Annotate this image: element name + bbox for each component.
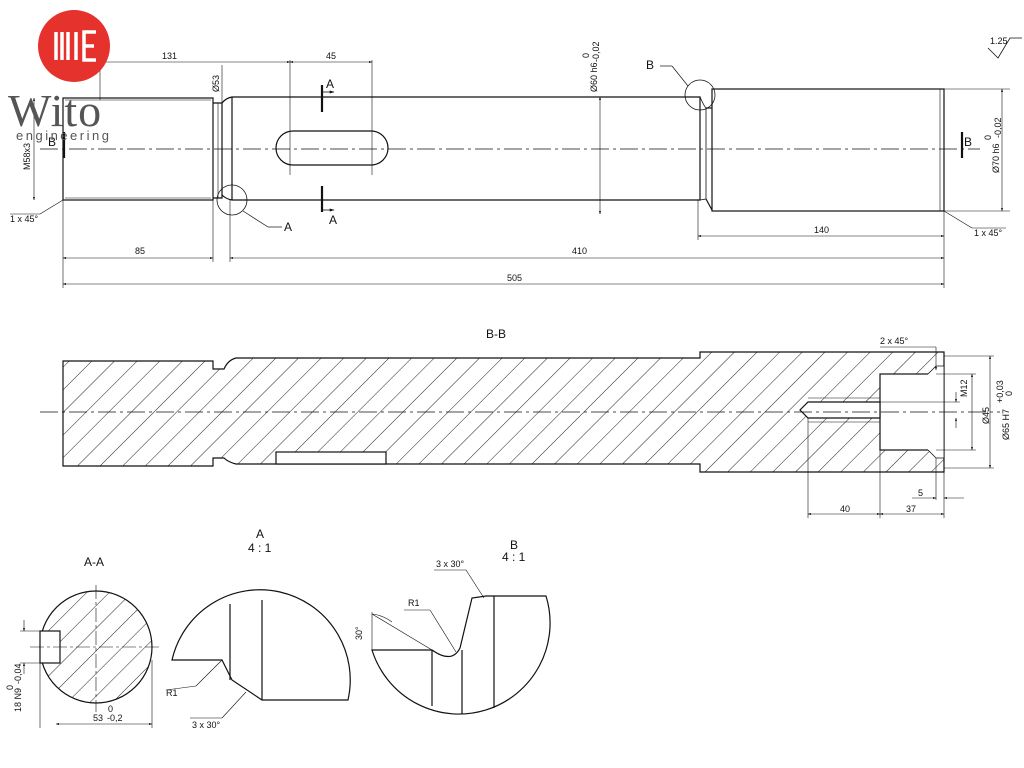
section-bb-chamfer: 2 x 45° [880, 336, 909, 346]
detail-b-callout: B [646, 58, 654, 72]
detail-a-scale: 4 : 1 [248, 541, 272, 555]
dim-d53: Ø53 [211, 75, 221, 92]
section-bb-labels: B-B 2 x 45° M12 Ø45 Ø65 H7 +0,03 0 5 40 … [486, 327, 1014, 514]
section-bb-d65-tol-lower: 0 [1004, 391, 1014, 396]
section-bb-d65-tol-upper: +0,03 [995, 380, 1005, 403]
logo-emblem-icon [38, 10, 110, 82]
detail-b-outline [371, 595, 551, 715]
main-view-labels: 131 45 85 410 505 140 1 x 45° 1 x 45° Ø5… [10, 36, 1008, 283]
detail-b-title: B [510, 538, 518, 552]
section-bb-dim-5: 5 [918, 488, 923, 498]
section-a-bottom-label: A [329, 213, 337, 227]
section-bb-dim-37: 37 [906, 504, 916, 514]
dim-d60: Ø60 h6 [589, 62, 599, 92]
roughness-symbol [987, 37, 1022, 59]
section-bb-dims [807, 346, 994, 518]
section-bb-keyway [275, 451, 387, 465]
section-aa [20, 585, 162, 728]
detail-a-callout: A [284, 220, 292, 234]
section-aa-width-tol-upper: 0 [5, 685, 15, 690]
main-view [10, 37, 1022, 288]
section-bb-d45: Ø45 [981, 407, 991, 424]
dim-d60-tol-upper: 0 [581, 53, 591, 58]
detail-b-chamfer: 3 x 30° [436, 559, 465, 569]
chamfer-right-label: 1 x 45° [974, 228, 1003, 238]
section-bb-dim-40: 40 [840, 504, 850, 514]
section-aa-dia: 53 [93, 713, 103, 723]
chamfer-left-label: 1 x 45° [10, 214, 39, 224]
section-bb-tapped-hole [799, 401, 881, 419]
dim-d70-tol-upper: 0 [983, 135, 993, 140]
section-aa-labels: A-A 18 N9 0 -0,04 53 0 -0,2 [5, 555, 123, 723]
dim-85: 85 [135, 246, 145, 256]
shaft-bearing-section [711, 88, 945, 212]
dim-505: 505 [507, 273, 522, 283]
dim-d70-tol-lower: -0,02 [993, 117, 1003, 138]
section-aa-width: 18 N9 [13, 688, 23, 712]
detail-b-circle [684, 79, 716, 111]
thread-label: M58x3 [22, 143, 32, 170]
section-aa-width-tol-lower: -0,04 [13, 663, 23, 684]
section-aa-dia-tol-upper: 0 [108, 704, 113, 714]
roughness-value: 1.25 [990, 36, 1008, 46]
section-bb-d65: Ø65 H7 [1001, 409, 1011, 440]
section-bb-title: B-B [486, 327, 506, 341]
dim-d60-tol-lower: -0,02 [591, 41, 601, 62]
keyway-slot [275, 130, 389, 166]
detail-a [165, 589, 351, 719]
detail-a-circle [216, 184, 248, 216]
logo-wordmark: Wito [8, 85, 103, 136]
section-bb [40, 351, 1000, 473]
detail-b [371, 569, 551, 715]
detail-a-labels: A 4 : 1 R1 3 x 30° [166, 527, 272, 730]
shaft-neck [213, 102, 223, 199]
section-b-left-label: B [48, 135, 56, 149]
detail-b-radius: R1 [408, 598, 420, 608]
section-aa-dia-tol-lower: -0,2 [107, 713, 123, 723]
logo-subtitle: engineering [16, 128, 112, 143]
section-bb-thread: M12 [959, 379, 969, 397]
detail-a-radius: R1 [166, 688, 178, 698]
detail-a-title: A [256, 527, 264, 541]
dim-45: 45 [326, 51, 336, 61]
detail-b-labels: B 4 : 1 3 x 30° R1 30° [354, 538, 526, 640]
detail-b-scale: 4 : 1 [502, 550, 526, 564]
detail-a-chamfer: 3 x 30° [192, 720, 221, 730]
dim-d70: Ø70 h6 [991, 143, 1001, 173]
detail-b-angle: 30° [354, 626, 364, 640]
section-b-right-label: B [964, 135, 972, 149]
dim-131: 131 [162, 51, 177, 61]
section-a-top-label: A [326, 77, 334, 91]
shaft-main-section [221, 96, 701, 201]
dim-410: 410 [572, 246, 587, 256]
company-logo: Wito engineering [8, 10, 138, 145]
dim-140: 140 [814, 225, 829, 235]
section-aa-title: A-A [84, 555, 104, 569]
